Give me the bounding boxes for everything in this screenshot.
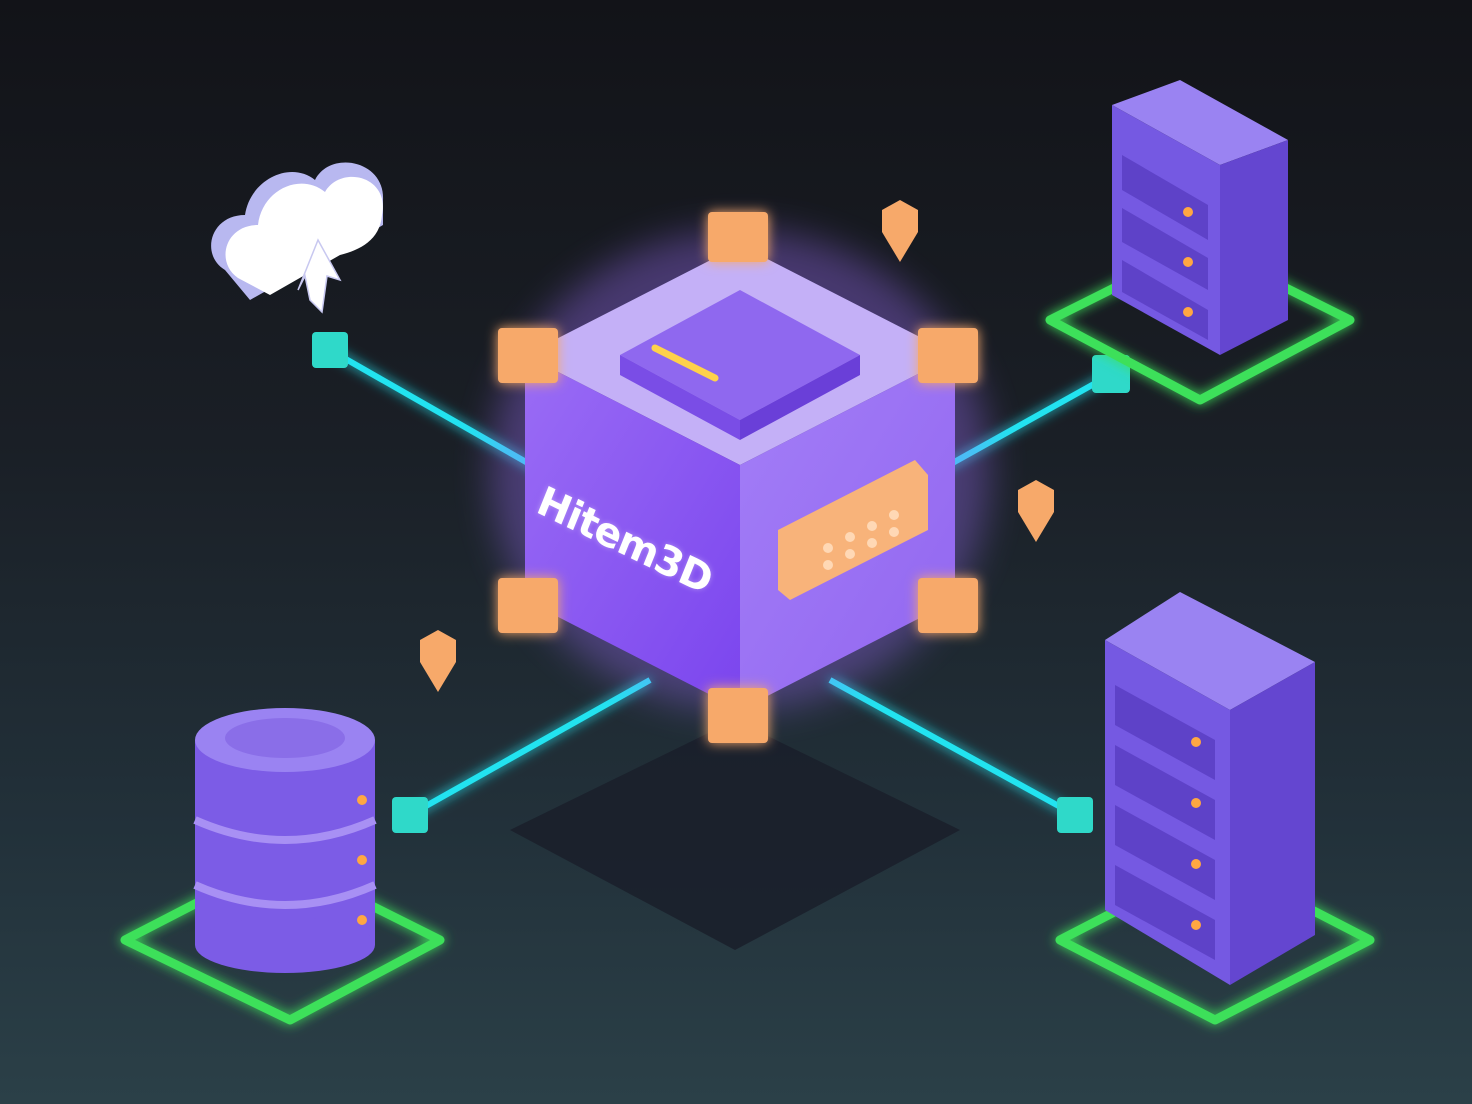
database-icon [193,708,377,973]
floating-pins [420,200,1054,692]
server-bottom-right [1105,592,1315,985]
connector-node-server-top [1092,355,1130,393]
connector-node-server-bottom [1057,797,1093,833]
hub-shadow [510,720,960,950]
keypad-panel [778,460,928,600]
cloud-upload-icon [211,162,384,314]
connector-node-database [392,797,428,833]
connector-node-cloud [312,332,348,368]
server-top-right [1112,80,1288,355]
status-led [651,344,719,382]
hub-cube [525,245,955,710]
corner-markers [498,212,978,743]
connector-nodes [312,332,1130,833]
